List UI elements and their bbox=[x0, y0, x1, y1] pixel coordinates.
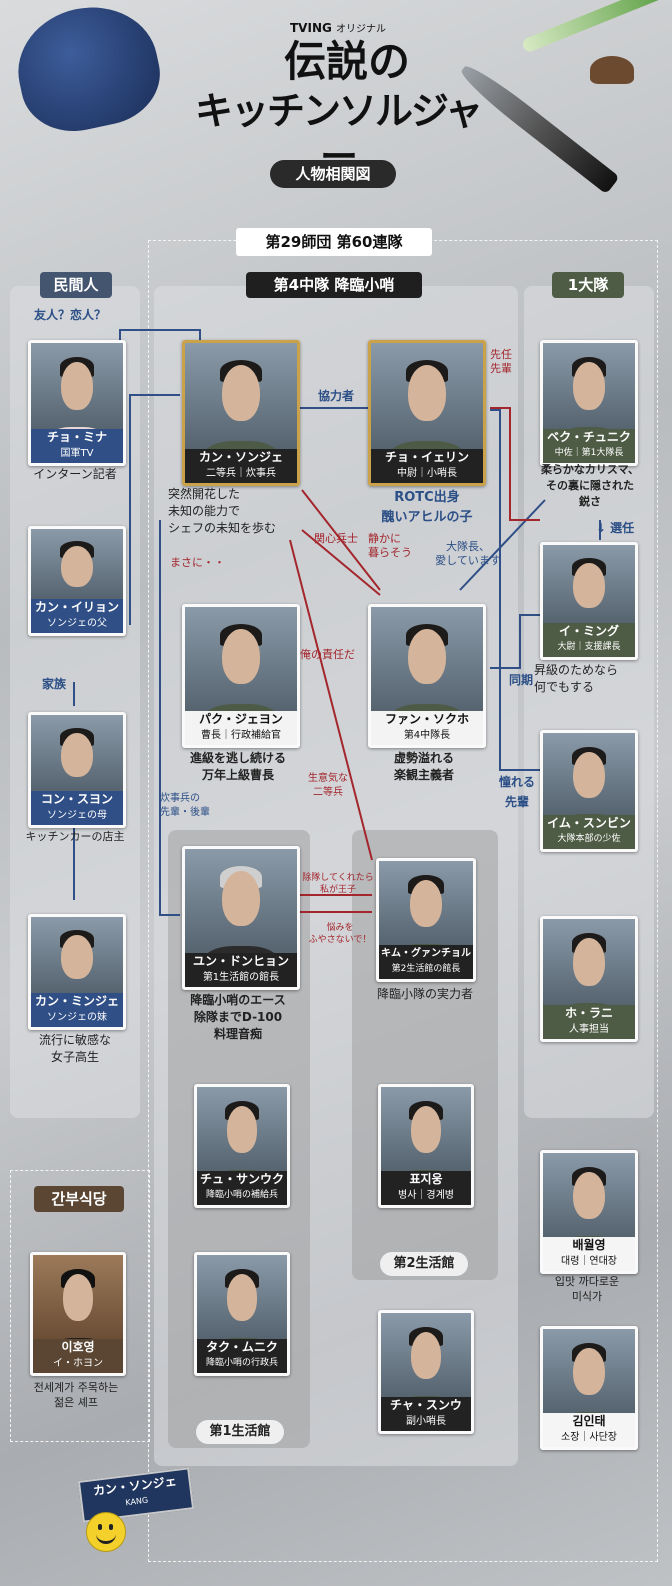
desc-iming: 昇級のためなら何でもする bbox=[534, 663, 619, 694]
card-jeyon[interactable]: パク・ジェヨン曹長｜行政補給官 bbox=[182, 604, 300, 748]
card-sokho[interactable]: ファン・ソクホ第4中隊長 bbox=[368, 604, 486, 748]
relation-senior: 先任先輩 bbox=[490, 348, 512, 375]
battalion-header: 1大隊 bbox=[552, 272, 624, 298]
card-sonje[interactable]: カン・ソンジェ二等兵｜炊事兵 bbox=[182, 340, 300, 486]
desc-suyon: キッチンカーの店主 bbox=[25, 830, 125, 843]
relation-quiet: 静かに暮らそう bbox=[368, 532, 412, 559]
card-minje[interactable]: カン・ミンジェソンジェの妹 bbox=[28, 914, 126, 1030]
desc-sonje: 突然開花した未知の能力でシェフの未知を歩む bbox=[168, 487, 277, 535]
relation-exactly: まさに・・ bbox=[170, 556, 225, 569]
card-mina[interactable]: チョ・ミナ国軍TV bbox=[28, 340, 126, 466]
desc-jeyon: 進級を逃し続ける万年上級曹長 bbox=[189, 751, 286, 782]
card-iming[interactable]: イ・ミング大尉｜支援課長 bbox=[540, 542, 638, 660]
relation-prince: 除隊してくれたら私が王子 bbox=[302, 873, 374, 895]
card-sanuk[interactable]: チュ・サンウク降臨小哨の補給兵 bbox=[194, 1084, 290, 1208]
relation-admire: 憧れる先輩 bbox=[498, 775, 535, 809]
building2-label: 第2生活館 bbox=[380, 1252, 468, 1276]
desc-minje: 流行に敏感な女子高生 bbox=[38, 1033, 111, 1064]
card-munku[interactable]: タク・ムニク降臨小哨の行政兵 bbox=[194, 1252, 290, 1376]
relation-responsibility: 俺の責任だ bbox=[300, 648, 355, 661]
desc-chunik: 柔らかなカリスマ、その裏に隠された鋭さ bbox=[540, 463, 640, 508]
officers-mess-frame bbox=[10, 1170, 150, 1442]
card-iryon[interactable]: カン・イリョンソンジェの父 bbox=[28, 526, 126, 636]
building1-label: 第1生活館 bbox=[196, 1420, 284, 1444]
relation-cooperator: 協力者 bbox=[317, 389, 354, 403]
relation-worry: 悩みをふやさないで！ bbox=[308, 923, 372, 945]
desc-gwanchol: 降臨小隊の実力者 bbox=[376, 987, 473, 1001]
relation-family: 家族 bbox=[41, 677, 66, 691]
division-label: 第29師団 第60連隊 bbox=[236, 228, 432, 256]
relation-appointed: ↓ 選任 bbox=[595, 521, 635, 535]
relation-cheeky: 生意気な二等兵 bbox=[308, 773, 348, 798]
relation-interest: 関心兵士 bbox=[314, 532, 358, 545]
card-gwanchol[interactable]: キム・グァンチョル第2生活館の館長 bbox=[376, 858, 476, 982]
card-suyon[interactable]: コン・スヨンソンジェの母 bbox=[28, 712, 126, 828]
card-rani[interactable]: ホ・ラニ人事担当 bbox=[540, 916, 638, 1042]
card-dongheon[interactable]: ユン・ドンヒョン第1生活館の館長 bbox=[182, 846, 300, 990]
officers-mess-header: 간부식당 bbox=[34, 1186, 124, 1212]
card-chunik[interactable]: ベク・チュニク中佐｜第1大隊長 bbox=[540, 340, 638, 466]
brand-label: TVING オリジナル bbox=[290, 21, 387, 35]
company-header: 第4中隊 降臨小哨 bbox=[246, 272, 422, 298]
relation-love: 大隊長、愛しています bbox=[435, 540, 501, 567]
subtitle-badge: 人物相関図 bbox=[270, 160, 396, 188]
desc-sokho: 虚勢溢れる楽観主義者 bbox=[393, 751, 454, 782]
relation-friend: 友人？恋人？ bbox=[34, 308, 107, 322]
card-sunu[interactable]: チャ・スンウ副小哨長 bbox=[378, 1310, 474, 1434]
desc-yerin: ROTC出身醜いアヒルの子 bbox=[381, 490, 473, 525]
card-sunbin[interactable]: イム・スンビン大隊本部の少佐 bbox=[540, 730, 638, 852]
relation-cook: 炊事兵の先輩・後輩 bbox=[160, 793, 210, 818]
mushroom-icon bbox=[590, 56, 634, 84]
civilians-header: 民間人 bbox=[40, 272, 112, 298]
desc-mina: インターン記者 bbox=[33, 467, 117, 481]
card-yerin[interactable]: チョ・イェリン中尉｜小哨長 bbox=[368, 340, 486, 486]
title-line1: 伝説の bbox=[283, 37, 410, 86]
relation-classmate: 同期 bbox=[508, 673, 533, 687]
smiley-icon bbox=[86, 1512, 126, 1552]
